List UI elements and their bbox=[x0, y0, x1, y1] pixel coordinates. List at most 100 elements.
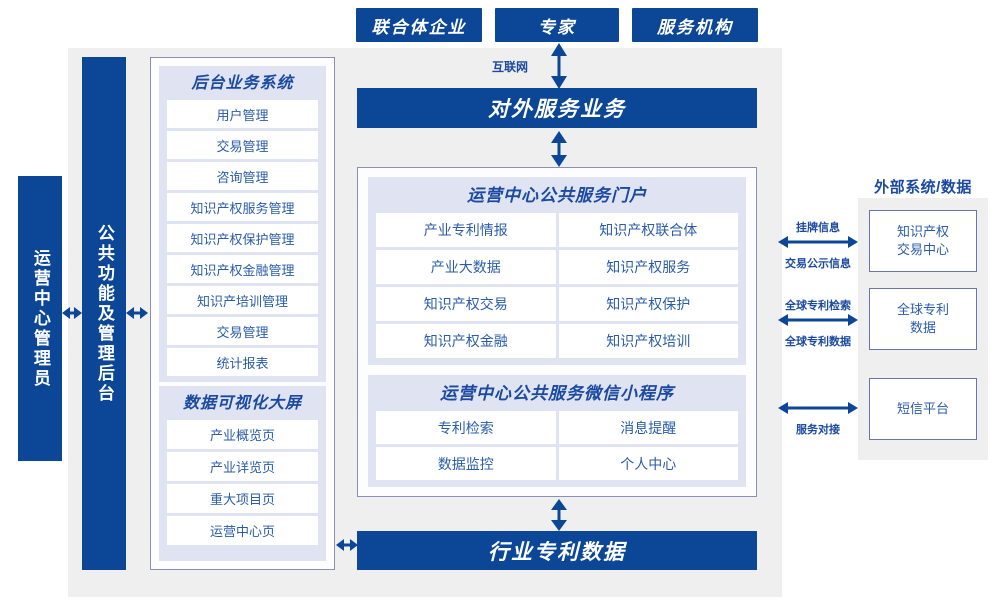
actor-box-union-enterprise[interactable]: 联合体企业 bbox=[356, 8, 482, 42]
list-item-label: 统计报表 bbox=[216, 355, 269, 371]
arrow-to-ip-trading-center bbox=[778, 232, 858, 252]
list-item-label: 用户管理 bbox=[216, 107, 269, 123]
list-item[interactable]: 知识产权保护管理 bbox=[167, 224, 318, 252]
grid-item[interactable]: 知识产权联合体 bbox=[558, 213, 738, 247]
arrow-to-global-patent-data bbox=[778, 310, 858, 330]
common-backend-bar[interactable]: 公共功能及管理后台 bbox=[82, 57, 126, 570]
arrow-label-transaction-public-info: 交易公示信息 bbox=[785, 258, 851, 270]
actor-label: 联合体企业 bbox=[371, 17, 467, 37]
grid-item[interactable]: 消息提醒 bbox=[558, 411, 738, 444]
external-system-label-line1: 短信平台 bbox=[896, 400, 949, 416]
arrow-left-column-to-industry-data bbox=[336, 535, 358, 555]
grid-item-label: 知识产权交易 bbox=[423, 296, 508, 312]
list-item-label: 重大项目页 bbox=[209, 492, 275, 507]
actor-box-expert[interactable]: 专家 bbox=[495, 8, 619, 42]
list-item-label: 产业详览页 bbox=[209, 460, 275, 475]
external-service-business-label: 对外服务业务 bbox=[488, 98, 626, 121]
operator-label: 运营中心管理员 bbox=[30, 248, 50, 389]
external-system-ip-trading-center[interactable]: 知识产权 交易中心 bbox=[869, 210, 977, 272]
external-system-label-line1: 知识产权 bbox=[896, 223, 949, 239]
list-item-label: 知识产权金融管理 bbox=[190, 262, 295, 278]
list-item[interactable]: 知识产权金融管理 bbox=[167, 255, 318, 283]
list-item[interactable]: 统计报表 bbox=[167, 348, 318, 376]
grid-item-label: 产业大数据 bbox=[430, 259, 501, 275]
arrow-label-listing-info: 挂牌信息 bbox=[796, 222, 840, 234]
actor-label: 专家 bbox=[538, 17, 576, 37]
grid-item-label: 产业专利情报 bbox=[423, 222, 508, 238]
grid-item-label: 知识产权培训 bbox=[606, 333, 691, 349]
list-item[interactable]: 知识产培训管理 bbox=[167, 286, 318, 314]
arrow-operator-to-backend bbox=[62, 303, 82, 323]
grid-item[interactable]: 知识产权金融 bbox=[376, 324, 556, 358]
arrow-backend-to-left-column bbox=[126, 303, 148, 323]
grid-item[interactable]: 知识产权服务 bbox=[558, 250, 738, 284]
external-system-label-line1: 全球专利 bbox=[896, 301, 949, 317]
arrow-label-service-integration: 服务对接 bbox=[796, 424, 840, 436]
public-portal-title: 运营中心公共服务门户 bbox=[467, 186, 647, 205]
miniprogram-panel: 运营中心公共服务微信小程序 专利检索 消息提醒 数据监控 个人中心 bbox=[368, 375, 746, 487]
grid-item-label: 知识产权联合体 bbox=[599, 222, 698, 238]
list-item-label: 知识产权服务管理 bbox=[190, 200, 295, 216]
miniprogram-grid: 专利检索 消息提醒 数据监控 个人中心 bbox=[376, 411, 738, 480]
public-portal-panel: 运营中心公共服务门户 产业专利情报 知识产权联合体 产业大数据 知识产权服务 知… bbox=[368, 177, 746, 365]
list-item-label: 知识产权保护管理 bbox=[190, 231, 295, 247]
list-item[interactable]: 交易管理 bbox=[167, 131, 318, 159]
list-item[interactable]: 产业概览页 bbox=[167, 420, 318, 449]
external-system-label-line2: 数据 bbox=[909, 320, 936, 335]
arrow-to-sms-platform bbox=[778, 398, 858, 418]
grid-item[interactable]: 数据监控 bbox=[376, 447, 556, 480]
list-item-label: 产业概览页 bbox=[209, 428, 275, 443]
arrow-internet bbox=[548, 43, 570, 89]
list-item-label: 知识产培训管理 bbox=[196, 293, 288, 309]
list-item-label: 咨询管理 bbox=[216, 169, 269, 185]
list-item-label: 交易管理 bbox=[216, 324, 269, 340]
operator-bar[interactable]: 运营中心管理员 bbox=[18, 176, 62, 461]
public-portal-grid: 产业专利情报 知识产权联合体 产业大数据 知识产权服务 知识产权交易 知识产权保… bbox=[376, 213, 738, 358]
grid-item[interactable]: 产业专利情报 bbox=[376, 213, 556, 247]
list-item[interactable]: 重大项目页 bbox=[167, 484, 318, 513]
industry-patent-data-label: 行业专利数据 bbox=[488, 540, 626, 564]
list-item[interactable]: 交易管理 bbox=[167, 317, 318, 345]
list-item[interactable]: 知识产权服务管理 bbox=[167, 193, 318, 221]
grid-item-label: 消息提醒 bbox=[620, 419, 677, 436]
grid-item-label: 个人中心 bbox=[620, 455, 677, 472]
arrow-label-global-patent-search: 全球专利检索 bbox=[785, 300, 851, 312]
external-system-label-line2: 交易中心 bbox=[896, 242, 949, 257]
grid-item-label: 知识产权保护 bbox=[606, 296, 691, 312]
external-systems-title: 外部系统/数据 bbox=[874, 179, 972, 196]
list-item[interactable]: 产业详览页 bbox=[167, 452, 318, 481]
list-item-label: 运营中心页 bbox=[209, 524, 275, 539]
grid-item[interactable]: 知识产权保护 bbox=[558, 287, 738, 321]
data-visualization-panel: 数据可视化大屏 产业概览页 产业详览页 重大项目页 运营中心页 bbox=[159, 386, 326, 561]
list-item-label: 交易管理 bbox=[216, 138, 269, 154]
grid-item-label: 知识产权服务 bbox=[606, 259, 691, 275]
grid-item-label: 专利检索 bbox=[437, 419, 494, 436]
grid-item[interactable]: 专利检索 bbox=[376, 411, 556, 444]
grid-item-label: 知识产权金融 bbox=[423, 333, 508, 349]
grid-item-label: 数据监控 bbox=[437, 455, 494, 472]
backend-system-title: 后台业务系统 bbox=[191, 75, 294, 92]
backend-system-card-list: 用户管理 交易管理 咨询管理 知识产权服务管理 知识产权保护管理 知识产权金融管… bbox=[167, 100, 318, 376]
grid-item[interactable]: 知识产权交易 bbox=[376, 287, 556, 321]
external-service-business-bar[interactable]: 对外服务业务 bbox=[357, 88, 757, 128]
grid-item[interactable]: 个人中心 bbox=[558, 447, 738, 480]
internet-label: 互联网 bbox=[492, 60, 529, 74]
external-system-sms-platform[interactable]: 短信平台 bbox=[869, 378, 977, 440]
grid-item[interactable]: 知识产权培训 bbox=[558, 324, 738, 358]
backend-system-panel: 后台业务系统 用户管理 交易管理 咨询管理 知识产权服务管理 知识产权保护管理 … bbox=[159, 66, 326, 382]
actor-label: 服务机构 bbox=[657, 17, 733, 37]
industry-patent-data-bar[interactable]: 行业专利数据 bbox=[357, 531, 757, 570]
arrow-portal-to-industry-data bbox=[548, 499, 570, 531]
data-visualization-title: 数据可视化大屏 bbox=[182, 395, 302, 412]
arrow-service-to-portal bbox=[548, 131, 570, 167]
list-item[interactable]: 运营中心页 bbox=[167, 516, 318, 545]
external-system-global-patent-data[interactable]: 全球专利 数据 bbox=[869, 288, 977, 350]
common-backend-label: 公共功能及管理后台 bbox=[94, 223, 114, 404]
arrow-label-global-patent-data: 全球专利数据 bbox=[785, 336, 851, 348]
list-item[interactable]: 咨询管理 bbox=[167, 162, 318, 190]
actor-box-service-agency[interactable]: 服务机构 bbox=[632, 8, 758, 42]
grid-item[interactable]: 产业大数据 bbox=[376, 250, 556, 284]
list-item[interactable]: 用户管理 bbox=[167, 100, 318, 128]
miniprogram-title: 运营中心公共服务微信小程序 bbox=[440, 384, 674, 403]
